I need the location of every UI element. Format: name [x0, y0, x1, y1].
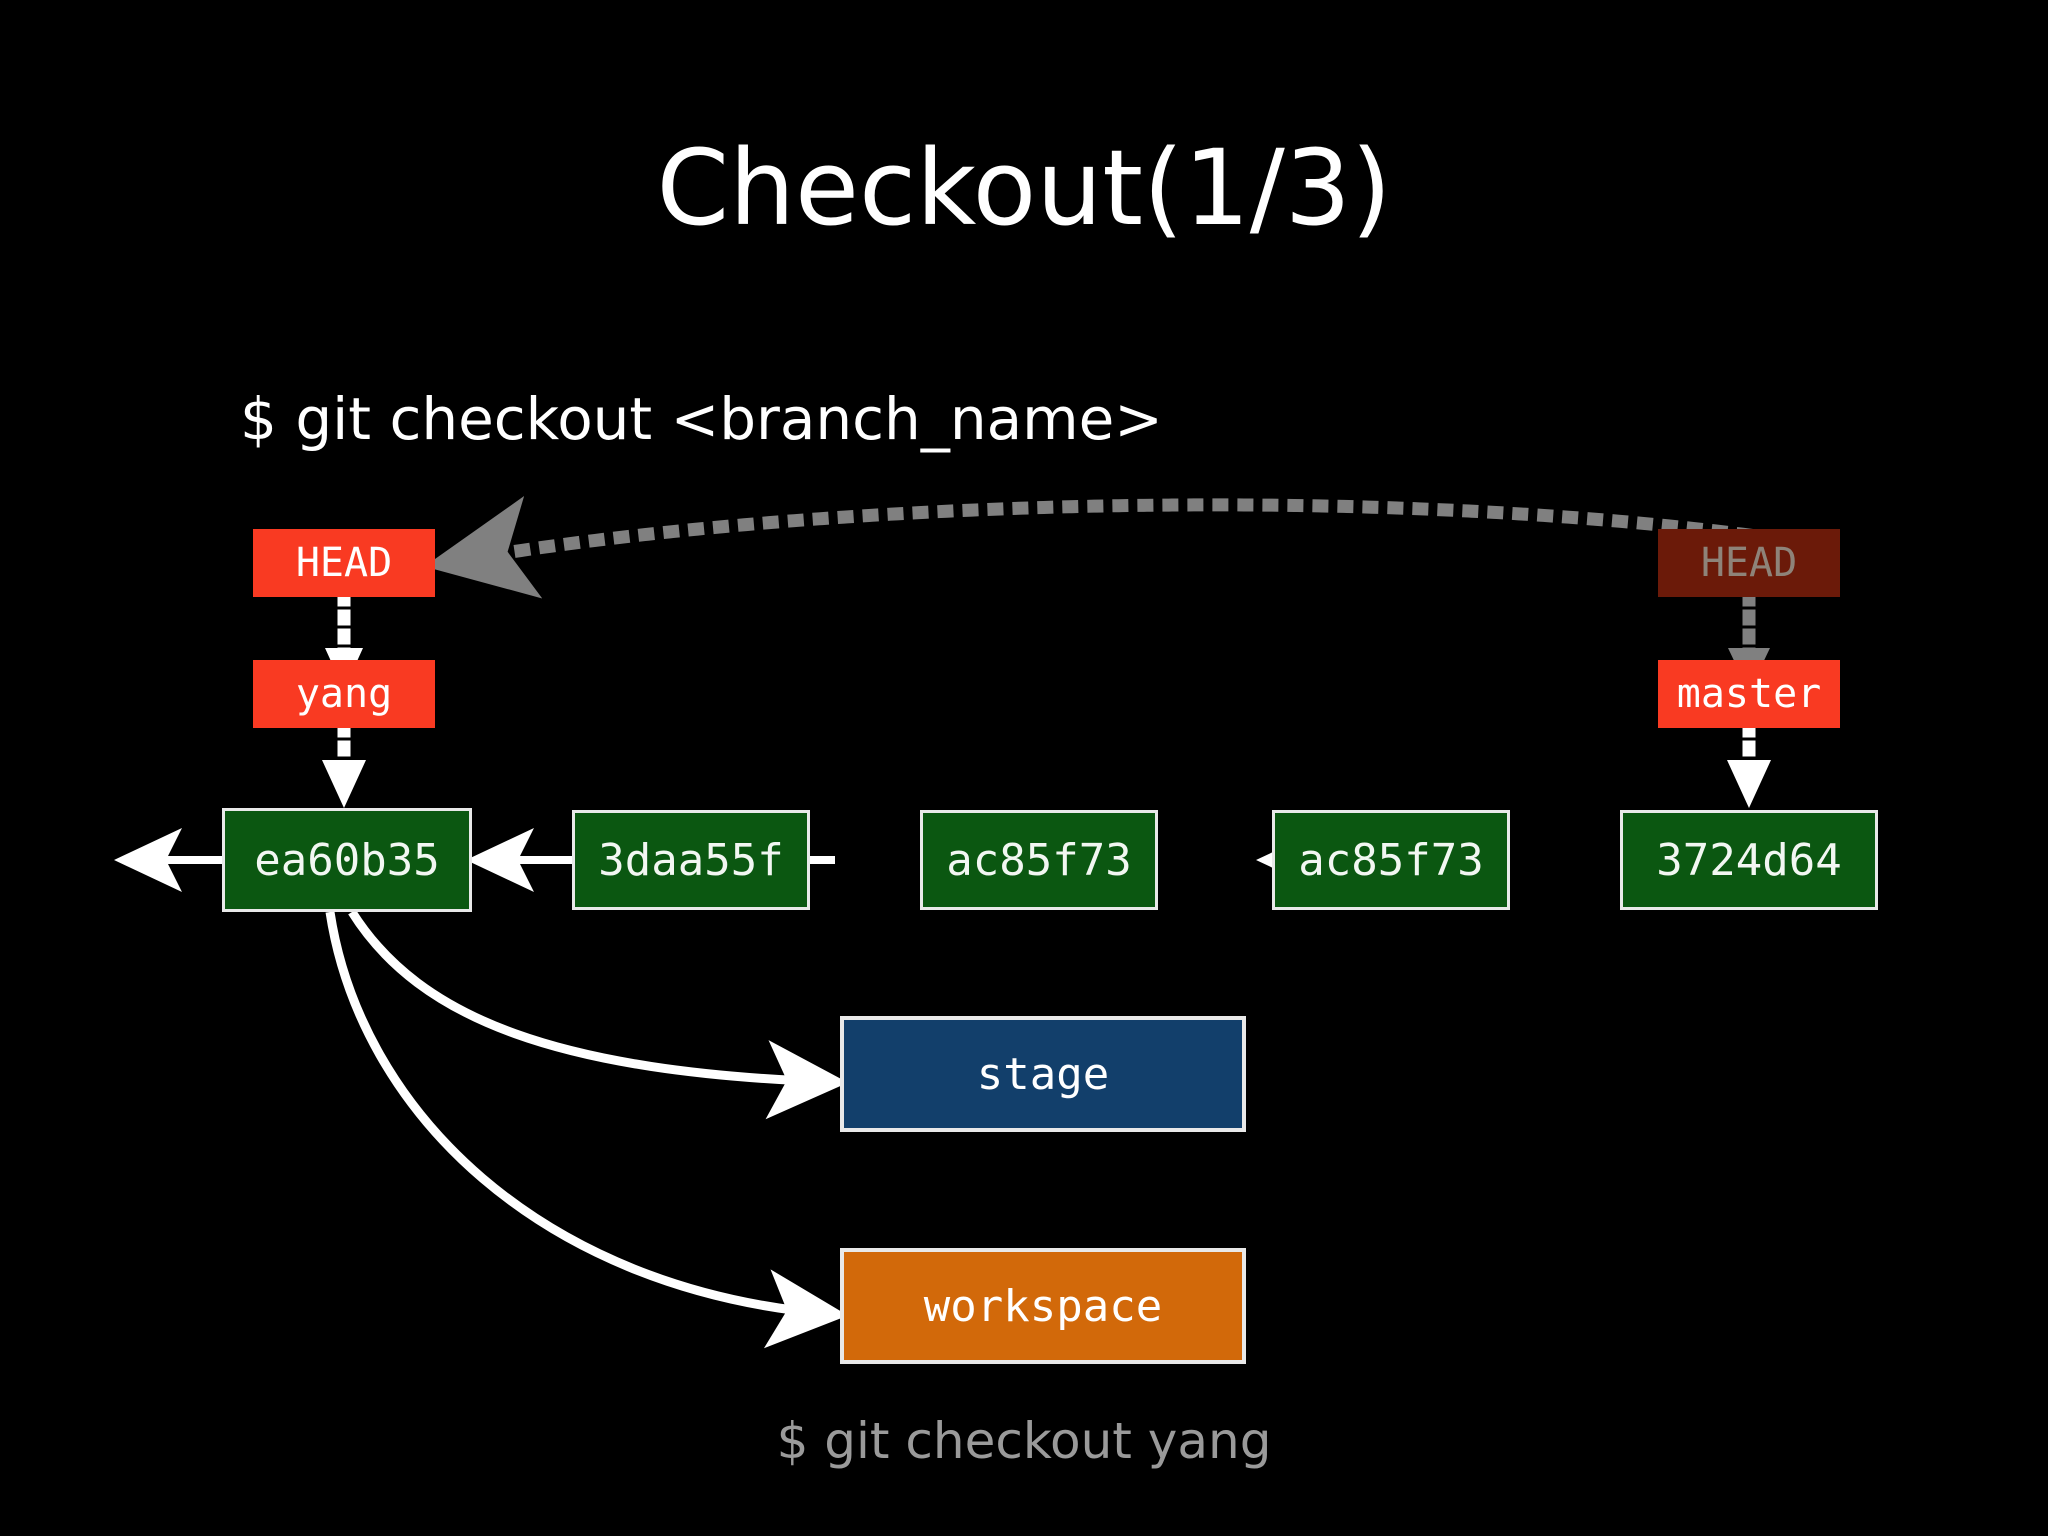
commit-hash: 3daa55f	[598, 834, 784, 886]
commit-hash: ac85f73	[1298, 834, 1484, 886]
ref-box-yang[interactable]: yang	[253, 660, 435, 728]
stage-label: stage	[976, 1048, 1110, 1100]
commit-node-3[interactable]: ac85f73	[1272, 810, 1510, 910]
stage-area-box[interactable]: stage	[840, 1016, 1246, 1132]
workspace-area-box[interactable]: workspace	[840, 1248, 1246, 1364]
caption-text: $ git checkout yang	[776, 1412, 1272, 1470]
ref-box-head-left[interactable]: HEAD	[253, 529, 435, 597]
command-line-text: $ git checkout <branch_name>	[240, 385, 1163, 453]
ref-label: master	[1676, 671, 1822, 717]
commit-node-4[interactable]: 3724d64	[1620, 810, 1878, 910]
page-title: Checkout(1/3)	[656, 127, 1392, 249]
head-move-arrow	[424, 496, 1828, 599]
commit-to-stage-arrow	[348, 909, 848, 1120]
commit-node-0[interactable]: ea60b35	[222, 808, 472, 912]
commit-node-2[interactable]: ac85f73	[920, 810, 1158, 910]
commit-to-workspace-arrow	[325, 911, 848, 1349]
ref-label: HEAD	[295, 540, 393, 586]
ref-box-master[interactable]: master	[1658, 660, 1840, 728]
ref-label: HEAD	[1700, 540, 1798, 586]
workspace-label: workspace	[923, 1280, 1163, 1332]
ref-label: yang	[295, 671, 393, 717]
yang-to-commit-arrowhead	[322, 760, 366, 808]
master-to-commit-arrowhead	[1727, 760, 1771, 808]
commit-hash: ea60b35	[254, 834, 440, 886]
commit-hash: ac85f73	[946, 834, 1132, 886]
commit-node-1[interactable]: 3daa55f	[572, 810, 810, 910]
ref-box-head-right[interactable]: HEAD	[1658, 529, 1840, 597]
commit-hash: 3724d64	[1656, 834, 1842, 886]
